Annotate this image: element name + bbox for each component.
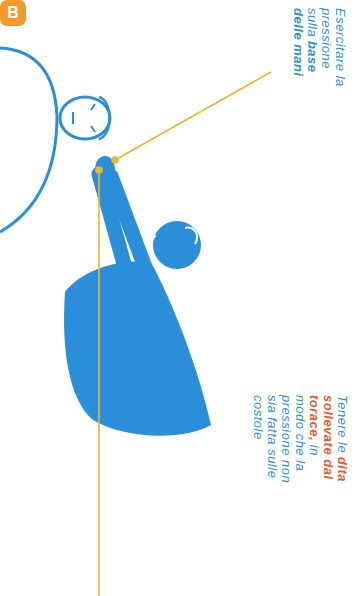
rescuer-arm <box>99 174 129 282</box>
leader-line <box>115 72 271 160</box>
leader-dot <box>96 167 102 173</box>
victim-hair <box>99 97 110 139</box>
callout-text: Esercitare la pressione sullabase delle … <box>291 8 347 100</box>
victim-figure <box>0 48 110 232</box>
leader-dot <box>112 157 118 163</box>
rescuer-chin <box>150 236 156 262</box>
victim-shoulders <box>0 48 57 232</box>
callout-label: Tenere le <box>335 395 350 453</box>
rescuer-ear <box>185 228 197 244</box>
leader-lines <box>96 72 271 596</box>
victim-face <box>73 104 95 132</box>
victim-head <box>60 97 110 139</box>
letter-badge: B <box>0 0 26 26</box>
rescuer-head <box>153 221 201 269</box>
leader-line <box>98 170 100 596</box>
rescuer-torso <box>64 261 211 435</box>
callout-text: Tenere ledita sollevate dal torace,in mo… <box>251 395 349 491</box>
badge-letter: B <box>7 4 19 22</box>
rescuer-figure <box>64 156 211 436</box>
